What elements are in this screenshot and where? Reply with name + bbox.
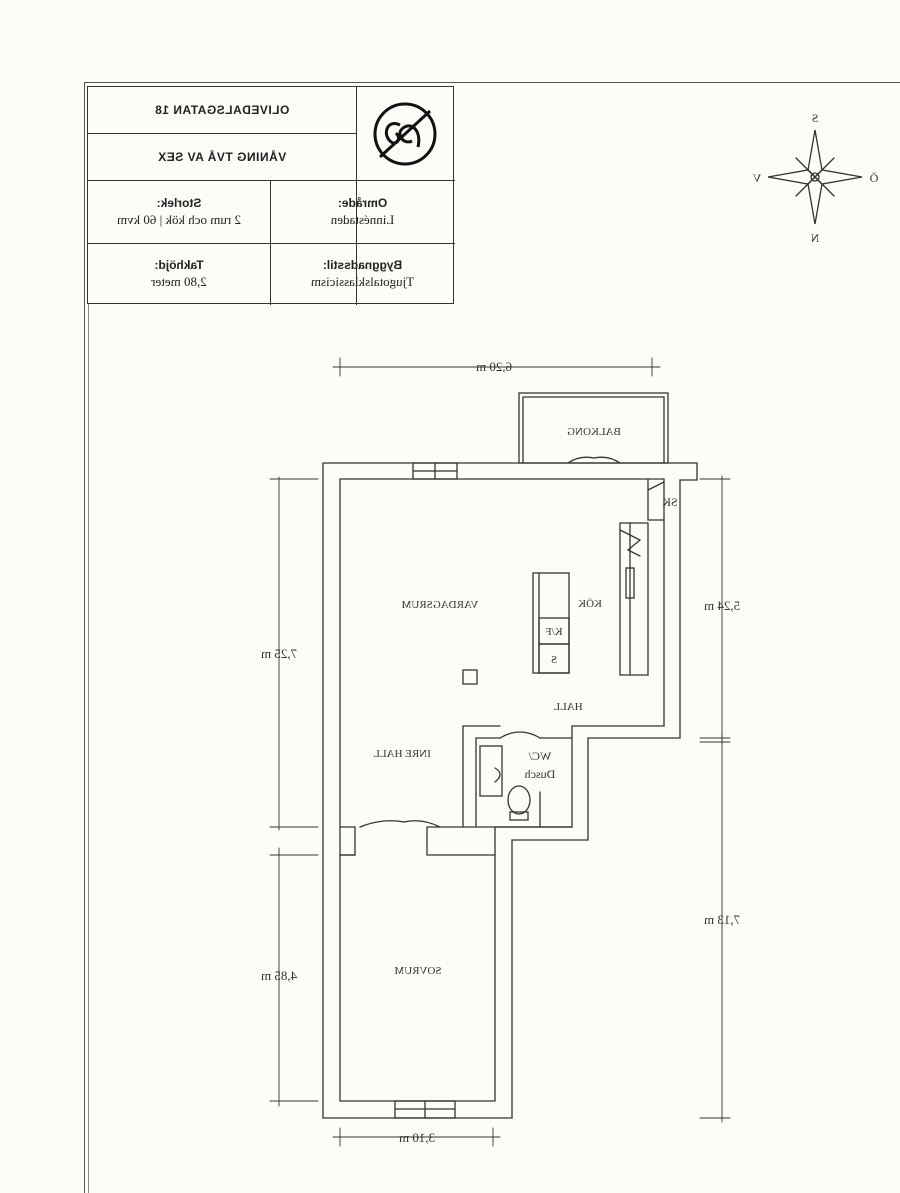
dim-left-lower: 4,85 m — [261, 968, 297, 983]
compass-east: Ö — [869, 171, 878, 185]
dim-top-width: 6,20 m — [476, 359, 512, 374]
dim-left-upper: 7,25 m — [261, 646, 297, 661]
tb-divider-v2 — [356, 87, 357, 180]
column — [462, 669, 478, 685]
title-block: OLIVEDALSGATAN 18 VÅNING TVÅ AV SEX Stor… — [87, 86, 455, 305]
tb-divider-v1 — [356, 87, 357, 305]
room-living: VARDAGSRUM — [401, 599, 478, 611]
closet — [647, 478, 665, 521]
dim-bottom-width: 3,10 m — [399, 1130, 435, 1145]
room-wc-line1: WC/ — [528, 749, 551, 763]
dim-right-upper: 5,24 m — [704, 598, 740, 613]
room-wc-line2: Dusch — [525, 767, 556, 781]
room-closet: SK — [662, 495, 678, 509]
room-bedroom: SOVRUM — [394, 965, 441, 977]
kitchen-counter — [619, 522, 649, 676]
sheet-border-left-inner — [88, 86, 89, 1193]
dimension-lines — [269, 357, 731, 1147]
compass-north: N — [810, 231, 819, 245]
compass-rose-icon — [767, 129, 863, 225]
room-balcony: BALKONG — [567, 426, 621, 438]
compass-south: S — [812, 111, 819, 125]
tb-divider-h3 — [88, 243, 455, 244]
monogram-logo-icon — [374, 102, 437, 165]
outer-wall — [322, 462, 698, 1119]
balcony — [518, 392, 669, 464]
sheet-border-top — [84, 82, 900, 83]
sheet-border-left — [84, 82, 85, 1193]
kitchen-fridge: K/F — [545, 626, 562, 638]
room-kitchen: KÖK — [578, 598, 602, 610]
dim-right-lower: 7,13 m — [704, 912, 740, 927]
room-hall: HALL — [553, 701, 583, 713]
logo-cell — [356, 87, 455, 180]
compass-west: V — [752, 171, 761, 185]
tb-divider-h2 — [88, 180, 455, 181]
room-inner-hall: INRE HALL — [373, 748, 431, 760]
kitchen-stove: S — [551, 654, 557, 666]
tb-divider-h1 — [88, 133, 356, 134]
tb-divider-v3 — [270, 180, 271, 305]
bedroom-wall — [339, 826, 356, 856]
